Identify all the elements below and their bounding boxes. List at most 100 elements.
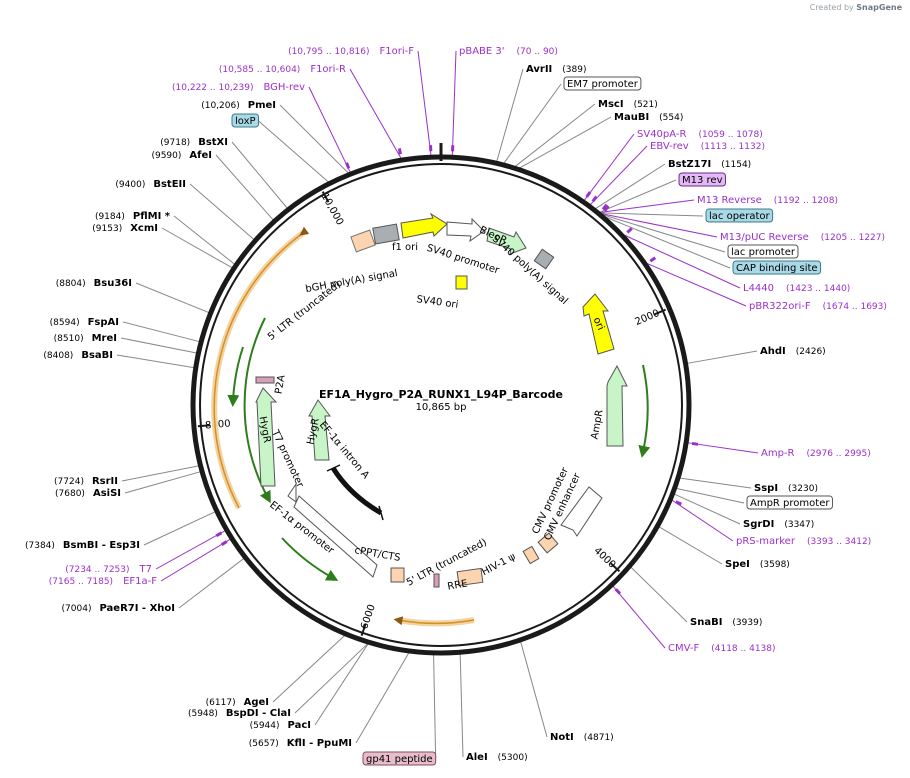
enzyme-position: (8408) <box>43 351 73 361</box>
enzyme-leader <box>674 493 741 525</box>
enzyme-leader <box>189 183 255 240</box>
enzyme-leader <box>124 471 201 494</box>
enzyme-leader <box>595 163 666 209</box>
primer-position: (2976 .. 2995) <box>807 449 871 459</box>
tick-label: 10,000 <box>319 191 346 227</box>
feature-ampr <box>606 364 628 447</box>
primer-leader <box>688 442 759 454</box>
enzyme-name: RsrII <box>92 476 118 487</box>
feature-label: ori <box>591 316 606 332</box>
boxed-label-box <box>563 76 642 91</box>
enzyme-labels: AvrII(389)MscI(521)MauBI(554)BstZ17I(115… <box>25 64 826 763</box>
primer-name: pBR322ori-F <box>749 301 811 312</box>
tick-label: 6000 <box>359 603 378 631</box>
primer-leader <box>601 213 718 238</box>
enzyme-name: SspI <box>754 483 778 494</box>
feature-ef1a-promoter <box>293 495 378 578</box>
enzyme-name: BsaBI <box>81 350 113 361</box>
boxed-label-leader <box>433 654 437 760</box>
primer-leader <box>417 50 432 156</box>
enzyme-leader <box>161 227 233 269</box>
enzyme-position: (3598) <box>760 560 790 570</box>
primer-position: (3393 .. 3412) <box>807 537 871 547</box>
enzyme-leader <box>519 116 612 169</box>
primer-markers <box>215 145 699 595</box>
primer-leader <box>451 50 457 156</box>
enzyme-position: (4871) <box>584 733 614 743</box>
enzyme-leader <box>520 641 548 738</box>
primer-marker <box>585 191 592 198</box>
primer-marker <box>614 588 622 595</box>
primer-position: (1205 .. 1227) <box>821 233 885 243</box>
primer-name: EF1a-F <box>123 576 157 587</box>
enzyme-name: KflI - PpuMI <box>287 738 352 749</box>
tick-mark <box>197 424 210 428</box>
orf-arc-green-left2 <box>243 317 271 504</box>
enzyme-name: AvrII <box>526 64 552 75</box>
tick-label: 2000 <box>634 308 662 328</box>
snapgene-logo: SnapGene <box>856 3 902 12</box>
boxed-label-text: CAP binding site <box>736 263 818 274</box>
feature-ori <box>582 293 615 355</box>
boxed-label-text: loxP <box>235 116 256 127</box>
primer-marker <box>691 441 699 446</box>
enzyme-position: (8510) <box>54 334 84 344</box>
enzyme-name: BspDI - ClaI <box>226 708 291 719</box>
boxed-label-text: AmpR promoter <box>750 498 830 509</box>
primer-marker <box>603 205 610 212</box>
feature-hygr-right <box>308 399 331 461</box>
boxed-label-leader <box>258 120 329 183</box>
primer-name: EBV-rev <box>650 141 689 152</box>
enzyme-position: (6117) <box>206 698 236 708</box>
feature-label: RRE <box>447 578 469 592</box>
feature-5ltr-bottom <box>456 567 484 587</box>
feature-cmv-enhancer <box>560 486 603 537</box>
enzyme-name: SnaBI <box>690 617 722 628</box>
enzyme-position: (8594) <box>50 318 80 328</box>
enzyme-position: (389) <box>562 65 586 75</box>
primer-leader <box>308 86 351 173</box>
tick-mark <box>360 624 367 637</box>
enzyme-leader <box>658 526 723 565</box>
boxed-label-leader <box>603 214 726 253</box>
enzyme-leader <box>355 652 410 744</box>
enzyme-leader <box>687 350 758 364</box>
enzyme-leader <box>122 321 200 343</box>
enzyme-position: (5657) <box>249 739 279 749</box>
feature-p2a <box>255 376 275 384</box>
primer-position: (10,795 .. 10,816) <box>288 47 369 57</box>
feature-t7-promoter <box>287 482 297 503</box>
enzyme-name: AhdI <box>760 346 786 357</box>
primer-position: (7165 .. 7185) <box>49 577 113 587</box>
feature-label: SV40 poly(A) signal <box>490 233 570 307</box>
boxed-label-box <box>727 244 799 259</box>
enzyme-name: MreI <box>92 333 117 344</box>
feature-label: AmpR <box>590 409 606 440</box>
primer-name: F1ori-F <box>380 46 415 57</box>
boxed-label-box <box>362 751 437 766</box>
enzyme-name: FspAI <box>88 317 119 328</box>
primer-leader <box>590 145 648 205</box>
enzyme-leader <box>173 215 235 265</box>
primer-position: (7234 .. 7253) <box>65 565 129 575</box>
primer-name: pRS-marker <box>736 536 796 547</box>
boxed-label-text: lac operator <box>709 211 770 222</box>
feature-hiv-psi <box>522 545 540 565</box>
enzyme-name: AsiSI <box>93 488 121 499</box>
enzyme-name: BstEII <box>153 179 186 190</box>
enzyme-name: SgrDI <box>743 519 774 530</box>
primer-marker <box>601 203 608 211</box>
boxed-label-text: gp41 peptide <box>366 754 433 765</box>
feature-shapes <box>255 212 628 588</box>
primer-name: M13 Reverse <box>697 195 762 206</box>
feature-label: HygR <box>257 415 272 443</box>
primer-name: M13/pUC Reverse <box>720 232 809 243</box>
enzyme-position: (554) <box>659 113 683 123</box>
snapgene-brand: Created by SnapGene <box>810 3 902 12</box>
enzyme-position: (5300) <box>498 753 528 763</box>
enzyme-name: BstZ17I <box>668 159 711 170</box>
primer-leader <box>600 199 695 213</box>
primer-leader <box>612 586 666 649</box>
feature-sv40-polya <box>533 248 555 270</box>
